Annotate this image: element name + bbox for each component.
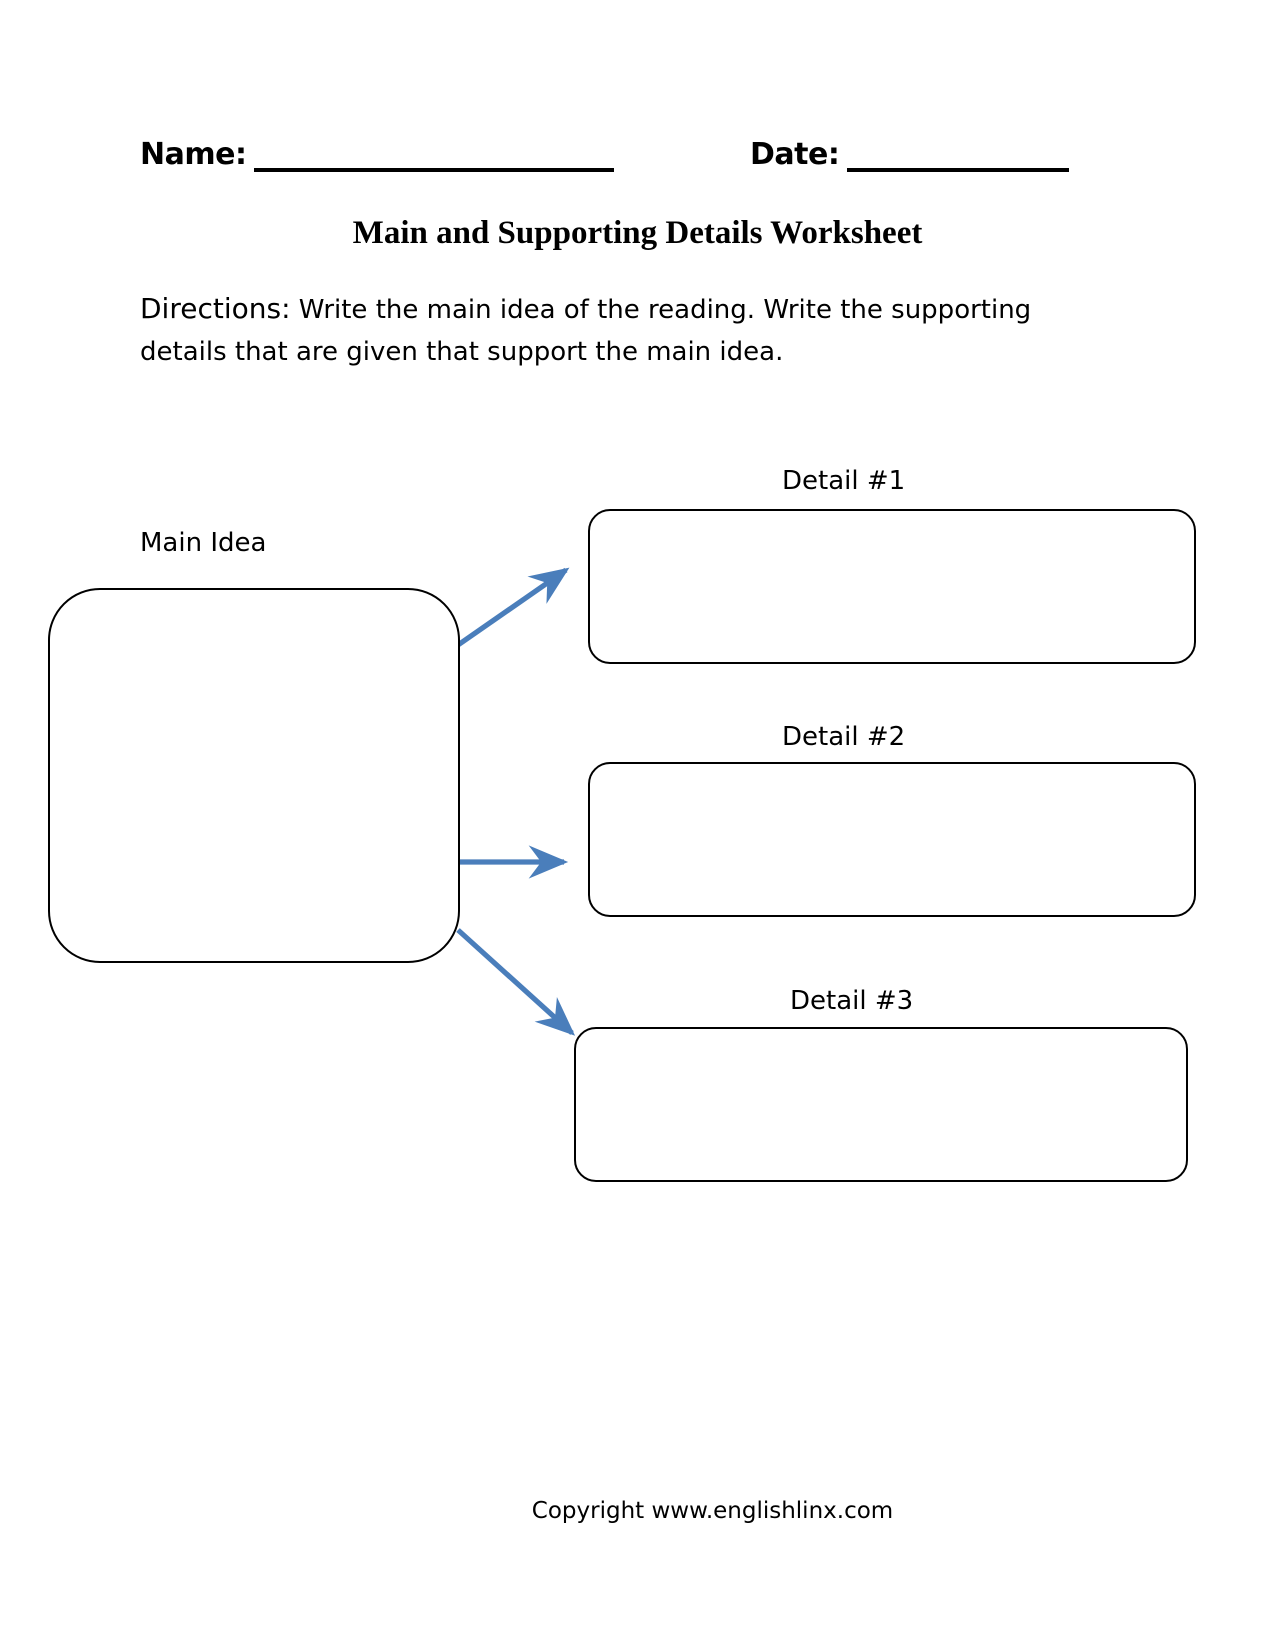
detail-2-box[interactable] — [588, 762, 1196, 917]
detail-3-label: Detail #3 — [790, 986, 914, 1016]
main-idea-label: Main Idea — [140, 528, 267, 558]
page-title: Main and Supporting Details Worksheet — [352, 215, 923, 251]
date-write-line[interactable] — [847, 168, 1070, 172]
detail-3-box[interactable] — [574, 1027, 1188, 1182]
main-idea-box[interactable] — [48, 588, 460, 963]
arrow-main-to-detail-1 — [456, 567, 570, 648]
directions-lead: Directions: — [140, 292, 291, 325]
copyright-text: Copyright www.englishlinx.com — [531, 1498, 894, 1524]
directions-body: Write the main idea of the reading. Writ… — [140, 295, 1032, 368]
directions-text: Directions: Write the main idea of the r… — [140, 286, 1060, 373]
date-field[interactable]: Date: — [750, 137, 1070, 172]
name-field[interactable]: Name: — [140, 137, 615, 172]
detail-2-label: Detail #2 — [782, 722, 906, 752]
date-label: Date: — [750, 137, 840, 172]
name-write-line[interactable] — [254, 168, 615, 172]
name-label: Name: — [140, 137, 247, 172]
header-fields: Name: Date: — [140, 140, 1140, 192]
detail-1-label: Detail #1 — [782, 466, 906, 496]
arrow-main-to-detail-3 — [456, 928, 576, 1036]
detail-1-box[interactable] — [588, 509, 1196, 664]
footer: Copyright www.englishlinx.com — [0, 1498, 1275, 1524]
